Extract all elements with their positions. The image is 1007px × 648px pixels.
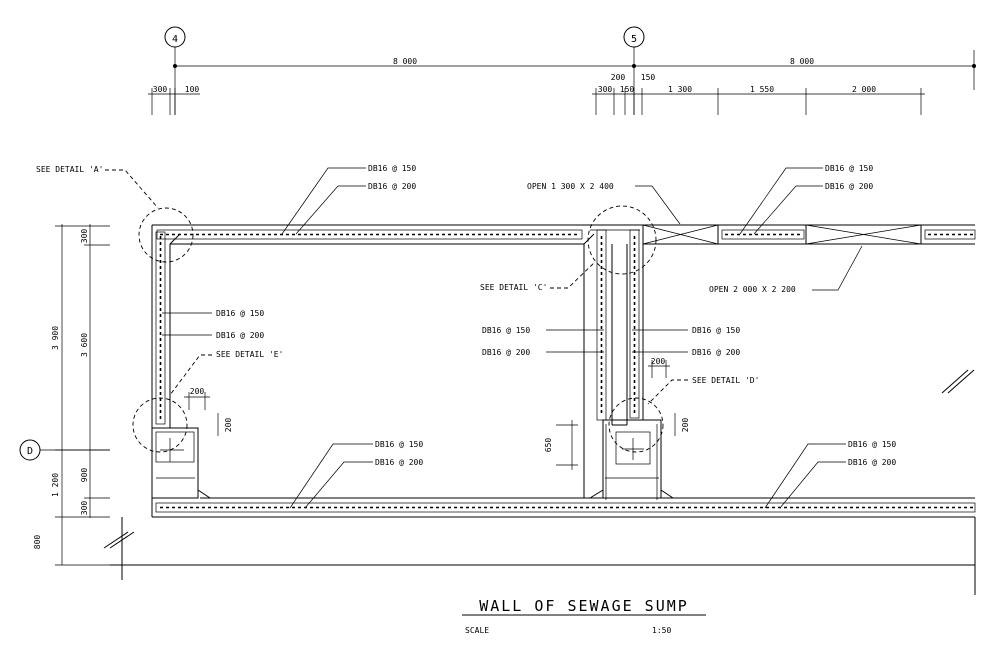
label-left-150: DB16 @ 150: [216, 309, 264, 318]
dim-1550: 1 550: [750, 85, 774, 94]
dim-300-right: 300: [598, 85, 613, 94]
dim-900: 900: [80, 468, 89, 483]
label-top2-150: DB16 @ 150: [825, 164, 873, 173]
dim-1300: 1 300: [668, 85, 692, 94]
dim-200-e-horizontal: 200: [190, 387, 205, 396]
grid-label-4: 4: [172, 34, 178, 45]
note-see-detail-e: SEE DETAIL 'E': [216, 350, 283, 359]
label-mid-right-150: DB16 @ 150: [692, 326, 740, 335]
title-block: WALL OF SEWAGE SUMP SCALE 1:50: [462, 597, 706, 635]
top-dimensions: 8 000 8 000 300 100 200 150 300 150 1 30…: [148, 50, 976, 115]
dim-200-d-horizontal: 200: [651, 357, 666, 366]
wall-outline: [151, 224, 975, 518]
label-left-200: DB16 @ 200: [216, 331, 264, 340]
dim-300-left: 300: [153, 85, 168, 94]
drawing-title: WALL OF SEWAGE SUMP: [479, 597, 689, 615]
rebar-labels: DB16 @ 150 DB16 @ 200 DB16 @ 150 DB16 @ …: [162, 164, 896, 509]
grid-label-5: 5: [631, 34, 637, 45]
dim-200-top: 200: [611, 73, 626, 82]
note-see-detail-d: SEE DETAIL 'D': [692, 376, 759, 385]
dim-1200: 1 200: [51, 473, 60, 497]
dim-200-d-vertical: 200: [681, 418, 690, 433]
note-opening-1: OPEN 1 300 X 2 400: [527, 182, 614, 191]
left-dimensions: 3 900 3 600 300 1 200 900 300 800: [33, 224, 110, 566]
scale-label: SCALE: [465, 626, 489, 635]
label-mid-left-200: DB16 @ 200: [482, 348, 530, 357]
detail-circle-e: [132, 397, 188, 453]
dim-8000-b: 8 000: [790, 57, 814, 66]
dim-300-bottom: 300: [80, 501, 89, 516]
detail-callouts: SEE DETAIL 'A' SEE DETAIL 'C' SEE DETAIL…: [36, 165, 759, 405]
dim-3600: 3 600: [80, 333, 89, 357]
reinforcement: [155, 229, 976, 513]
dim-2000: 2 000: [852, 85, 876, 94]
label-bot2-150: DB16 @ 150: [848, 440, 896, 449]
opening-notes: OPEN 1 300 X 2 400 OPEN 2 000 X 2 200: [527, 182, 863, 294]
label-top1-150: DB16 @ 150: [368, 164, 416, 173]
note-opening-2: OPEN 2 000 X 2 200: [709, 285, 796, 294]
note-see-detail-a: SEE DETAIL 'A': [36, 165, 103, 174]
dim-150-top: 150: [641, 73, 656, 82]
detail-circle-d: [608, 397, 664, 453]
dim-800: 800: [33, 535, 42, 550]
dim-100: 100: [185, 85, 200, 94]
dim-300-top-wall: 300: [80, 229, 89, 244]
label-bot1-150: DB16 @ 150: [375, 440, 423, 449]
label-top1-200: DB16 @ 200: [368, 182, 416, 191]
label-mid-left-150: DB16 @ 150: [482, 326, 530, 335]
small-dimensions: 200 200 200 200 650: [184, 357, 690, 470]
grid-label-d: D: [27, 446, 33, 457]
scale-value: 1:50: [652, 626, 671, 635]
dim-200-e-vertical: 200: [224, 418, 233, 433]
detail-circle-a: [138, 207, 194, 263]
ground-line: [103, 369, 976, 595]
dim-3900: 3 900: [51, 326, 60, 350]
detail-circles: [132, 205, 664, 453]
dim-150: 150: [620, 85, 635, 94]
label-bot2-200: DB16 @ 200: [848, 458, 896, 467]
dim-8000-a: 8 000: [393, 57, 417, 66]
dim-650: 650: [544, 438, 553, 453]
label-bot1-200: DB16 @ 200: [375, 458, 423, 467]
label-mid-right-200: DB16 @ 200: [692, 348, 740, 357]
detail-circle-c: [587, 205, 657, 275]
note-see-detail-c: SEE DETAIL 'C': [480, 283, 547, 292]
label-top2-200: DB16 @ 200: [825, 182, 873, 191]
